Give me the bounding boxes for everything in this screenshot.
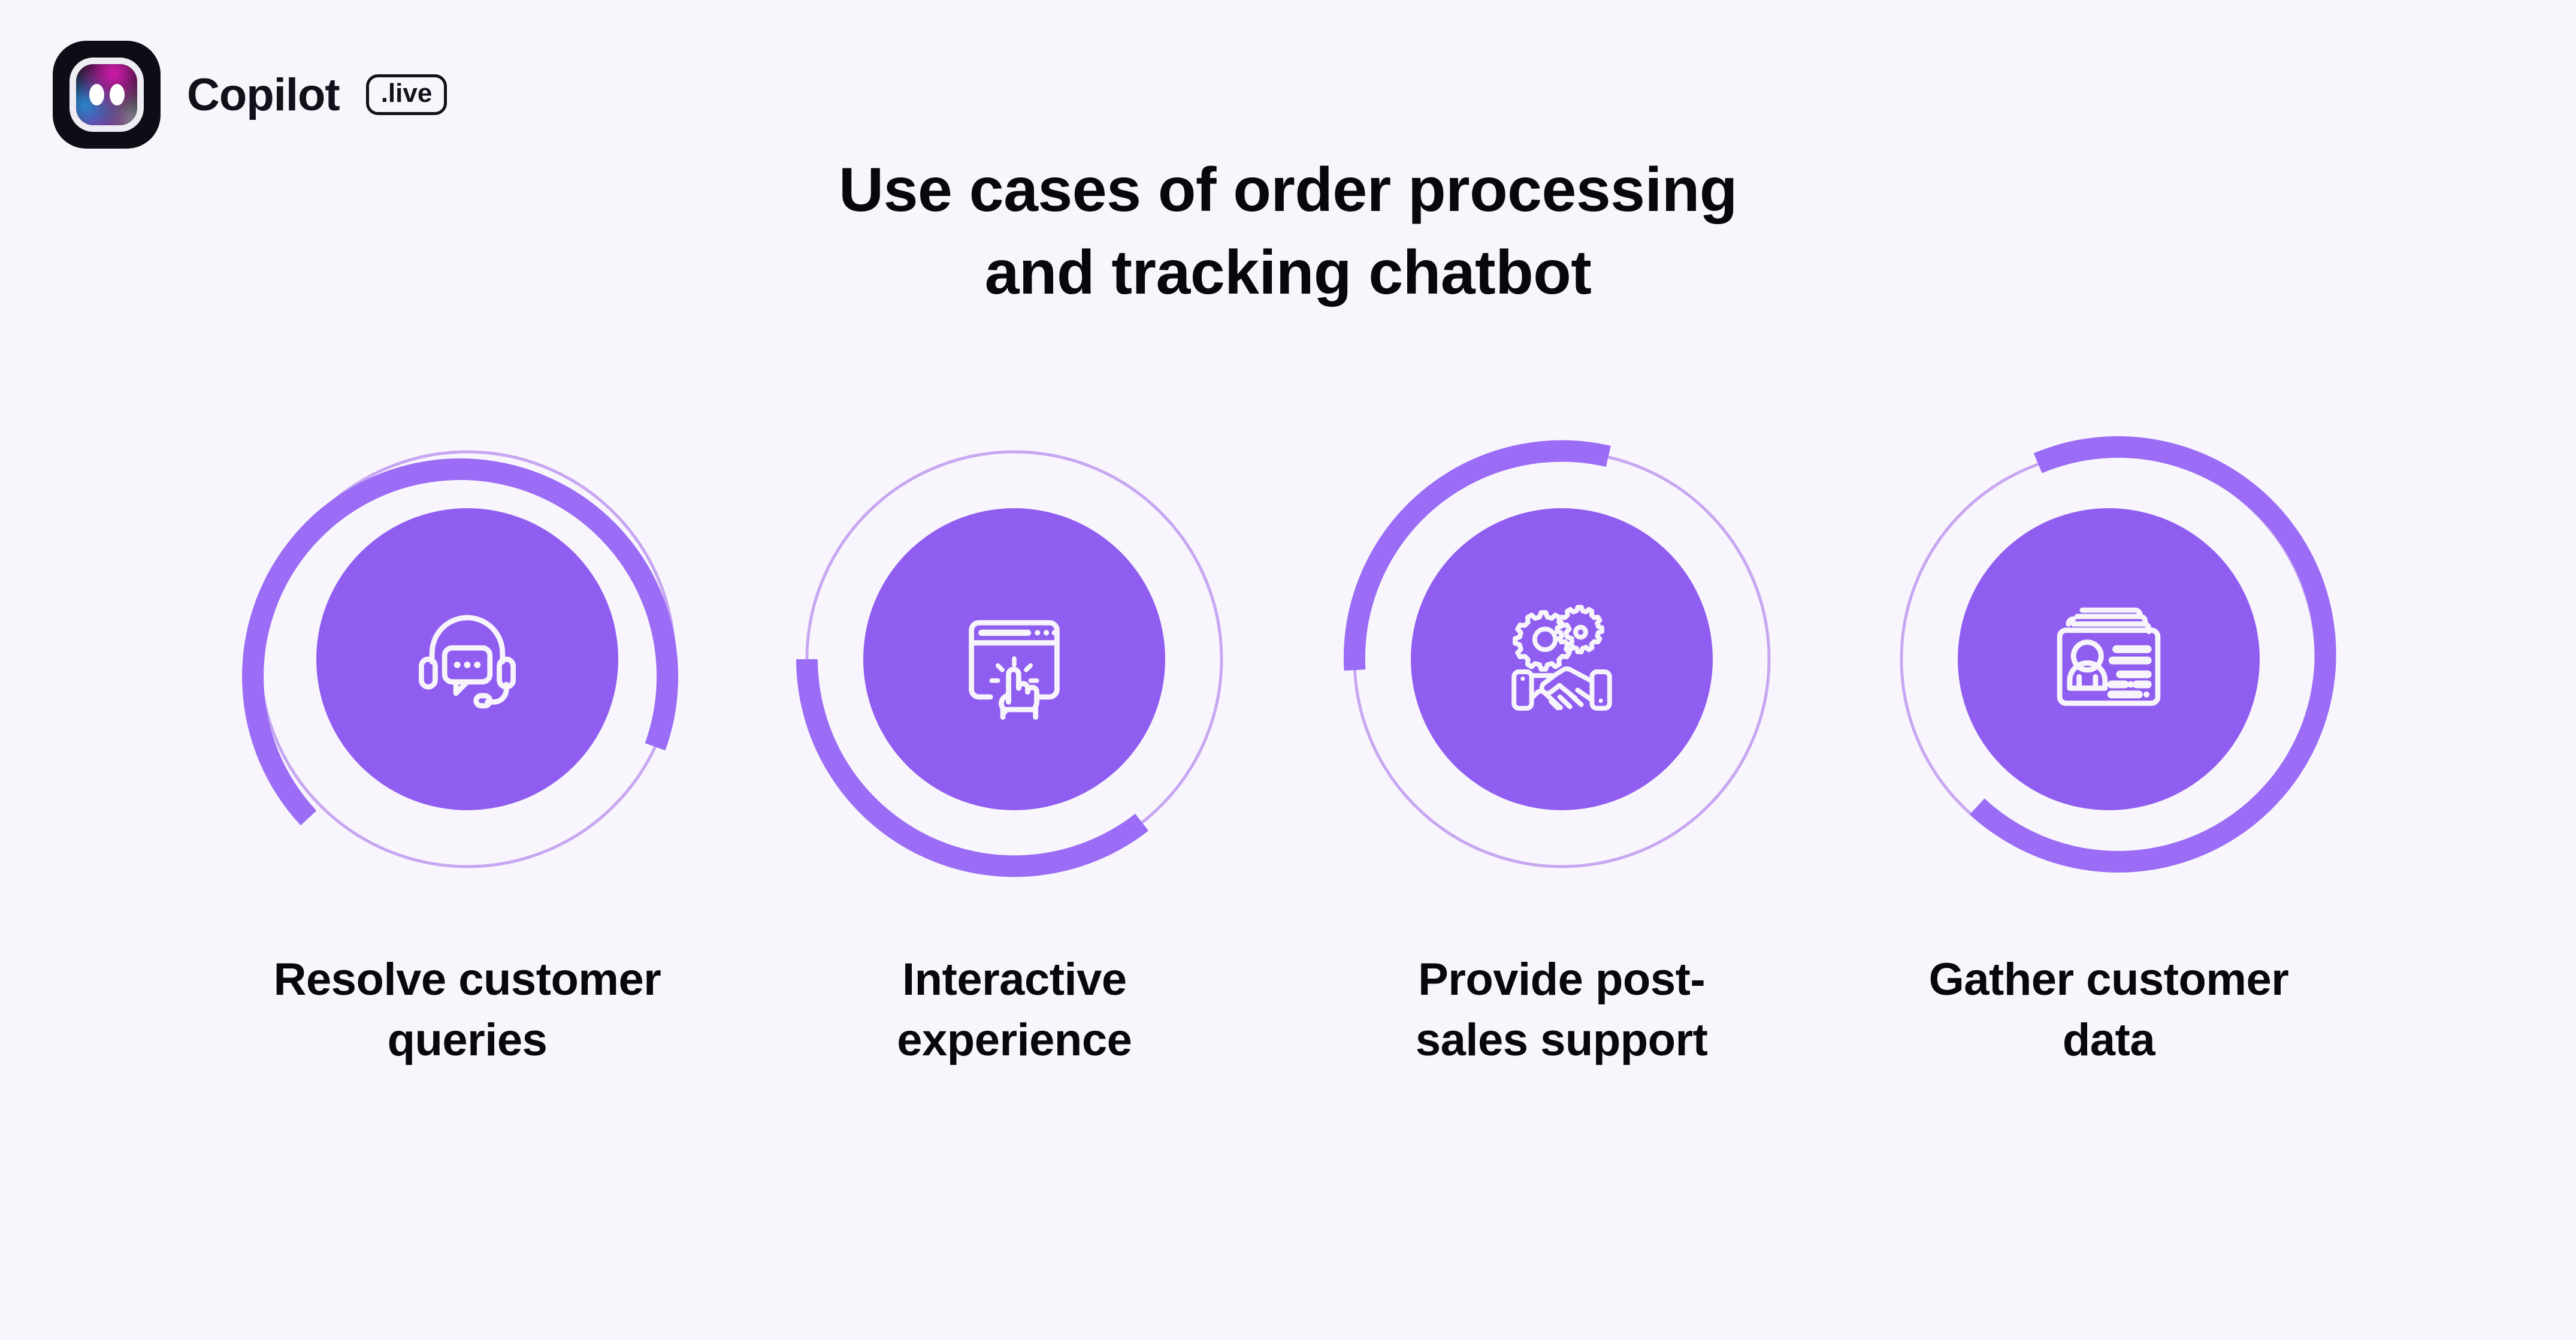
use-case-label-3: Provide post- sales support xyxy=(1415,954,1708,1066)
progress-ring-3 xyxy=(1322,419,1801,899)
use-case-card-resolve-customer-queries[interactable]: Resolve customer queries xyxy=(228,419,707,1070)
brand-name: Copilot xyxy=(187,69,340,120)
ring-svg-3 xyxy=(1343,440,1771,868)
ring-svg-1 xyxy=(242,450,679,868)
progress-ring-4 xyxy=(1869,419,2348,899)
use-case-card-gather-customer-data[interactable]: Gather customer data xyxy=(1869,419,2348,1070)
thick-arc-4 xyxy=(1970,436,2336,873)
use-case-card-provide-post-sales-support[interactable]: Provide post- sales support xyxy=(1322,419,1801,1070)
headset-chat-support-icon xyxy=(418,615,516,709)
browser-window-click-icon xyxy=(969,620,1060,720)
progress-ring-2 xyxy=(775,419,1254,899)
use-case-label-1: Resolve customer queries xyxy=(273,954,661,1066)
id-card-person-icon xyxy=(2057,607,2161,706)
copilot-squircle-logo-icon xyxy=(53,41,161,149)
logo-eye-right-icon xyxy=(109,84,125,105)
thick-arc-1 xyxy=(242,458,679,826)
use-case-card-interactive-experience[interactable]: Interactive experience xyxy=(775,419,1254,1070)
icon-disc-1 xyxy=(316,508,618,810)
brand-live-badge: .live xyxy=(365,74,448,116)
logo-gradient-glow xyxy=(76,64,137,125)
thick-arc-3 xyxy=(1343,440,1611,671)
icon-disc-4 xyxy=(1957,508,2260,810)
thick-arc-2 xyxy=(796,659,1149,877)
ring-svg-4 xyxy=(1900,436,2336,873)
use-case-label-4: Gather customer data xyxy=(1928,954,2289,1066)
icon-disc-2 xyxy=(863,508,1166,810)
page-title-line-2: and tracking chatbot xyxy=(984,238,1592,308)
page-title-line-1: Use cases of order processing xyxy=(839,155,1737,225)
use-case-cards: Resolve customer queries xyxy=(228,419,2348,1070)
icon-disc-3 xyxy=(1410,508,1713,810)
brand-logo[interactable]: Copilot .live xyxy=(53,41,448,149)
logo-inner-ring xyxy=(69,58,144,132)
ring-svg-2 xyxy=(796,450,1223,877)
page-title: Use cases of order processing and tracki… xyxy=(0,149,2576,315)
use-case-label-2: Interactive experience xyxy=(897,954,1132,1066)
handshake-gears-icon xyxy=(1511,605,1612,711)
progress-ring-1 xyxy=(228,419,707,899)
logo-eye-left-icon xyxy=(89,84,104,105)
